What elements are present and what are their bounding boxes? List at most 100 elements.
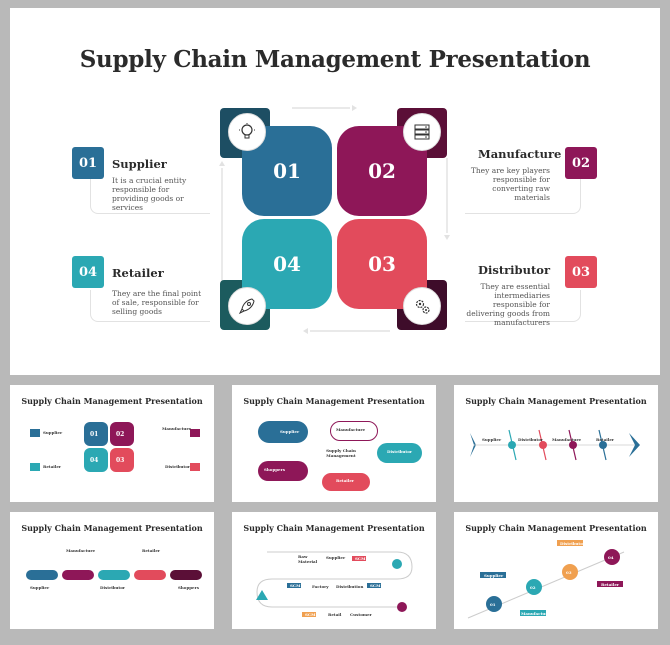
mini-numbox [30,463,40,471]
mini-label: Distributor [100,585,126,590]
thumbnail-slide-5[interactable]: Supply Chain Management Presentation Raw… [232,512,436,629]
manufacture-desc: They are key players responsible for con… [470,166,550,202]
mini-num: 03 [116,457,125,464]
mini-label: Retailer [601,582,619,587]
thumbnail-slide-3[interactable]: Supply Chain Management Presentation Sup… [454,385,658,502]
thumb-title: Supply Chain Management Presentation [243,396,425,406]
bracket-line [90,290,210,322]
mini-arrow [98,570,130,580]
mini-label: Distributor [518,437,544,442]
mini-label: Distribution [336,584,364,589]
thumbnail-slide-2[interactable]: Supply Chain Management Presentation Sup… [232,385,436,502]
mini-tile [84,448,108,472]
mini-label: SCM [370,583,381,588]
mini-num: 02 [116,431,125,438]
mini-label: Supplier [482,437,502,442]
mini-pill [258,461,308,481]
tile-04[interactable]: 04 [242,219,332,309]
mini-label: Retailer [142,548,160,553]
flow-path [256,551,413,617]
mini-label: Supplier [326,555,346,560]
tile-number: 04 [273,252,301,276]
num-label: 02 [571,155,591,171]
thumb-title: Supply Chain Management Presentation [465,396,647,406]
mini-pill [322,473,370,491]
manufacture-title: Manufacture [478,147,562,161]
mini-label: Supplier [280,429,300,434]
tile-number: 03 [368,252,396,276]
num-label: 01 [78,155,98,171]
distributor-title: Distributor [478,263,550,277]
mini-pill [377,443,422,463]
thumbnail-slide-4[interactable]: Supply Chain Management Presentation Man… [10,512,214,629]
tile-number: 01 [273,159,301,183]
thumbnail-slide-1[interactable]: Supply Chain Management Presentation 01 … [10,385,214,502]
supplier-title: Supplier [112,157,167,171]
num-label: 04 [78,264,98,280]
mini-arrow [134,570,166,580]
mini-label: Manufacture [336,427,365,432]
mini-pill [258,421,308,443]
mini-label: Manufacturer [521,611,553,616]
mini-arrow [26,570,58,580]
mini-pill [330,421,378,441]
mini-label: SCM [290,583,301,588]
mini-numbox [190,463,200,471]
manufacture-number-box: 02 [565,147,597,179]
bracket-line [465,290,581,322]
thumbnail-slide-6[interactable]: Supply Chain Management Presentation Dis… [454,512,658,629]
mini-num: 03 [566,570,572,575]
mini-label: Distributor [387,449,413,454]
mini-numbox [30,429,40,437]
retailer-number-box: 04 [72,256,104,288]
mini-label: SCM [355,556,366,561]
mini-num: 01 [90,431,99,438]
mini-label: Customer [350,612,372,617]
mini-label: Manufacture [162,426,191,431]
roadmap-path [467,540,625,619]
thumb-title: Supply Chain Management Presentation [465,523,647,533]
mini-tile [84,422,108,446]
arrow-chain [470,429,640,461]
mini-label: Supply Chain Management [326,448,356,458]
mini-label: Supplier [30,585,50,590]
bracket-line [465,178,581,214]
slide-title: Supply Chain Management Presentation [79,46,591,73]
supplier-number-box: 01 [72,147,104,179]
server-icon [403,113,441,151]
main-slide[interactable]: Supply Chain Management Presentation 01 … [10,8,660,375]
mini-num: 02 [530,585,536,590]
mini-label: Shoppers [264,467,285,472]
mini-numbox [190,429,200,437]
bracket-line [90,178,210,214]
mini-label: Distributor [165,464,191,469]
mini-num: 01 [490,602,496,607]
mini-label: Factory [312,584,329,589]
supplier-desc: It is a crucial entity responsible for p… [112,176,187,212]
mini-label: SCM [305,612,316,617]
mini-label: Manufacture [66,548,95,553]
mini-tile [110,422,134,446]
thumb-title: Supply Chain Management Presentation [21,523,203,533]
retailer-desc: They are the final point of sale, respon… [112,289,202,316]
num-label: 03 [571,264,591,280]
retailer-title: Retailer [112,266,164,280]
mini-label: Shoppers [178,585,199,590]
mini-num: 04 [608,555,614,560]
connector-lines [219,105,450,334]
mini-label: Retailer [336,478,354,483]
mini-label: Retailer [596,437,614,442]
mini-label: Retailer [43,464,61,469]
thumb-title: Supply Chain Management Presentation [243,523,425,533]
mini-label: Retail [328,612,342,617]
mini-arrow [170,570,202,580]
mini-label: Supplier [43,430,63,435]
mini-label: Supplier [484,573,504,578]
mini-num: 04 [90,457,99,464]
lightbulb-gear-icon [228,113,266,151]
distributor-number-box: 03 [565,256,597,288]
mini-label: Distributor [560,541,586,546]
gears-icon [403,287,441,325]
mini-arrow [62,570,94,580]
thumb-title: Supply Chain Management Presentation [21,396,203,406]
